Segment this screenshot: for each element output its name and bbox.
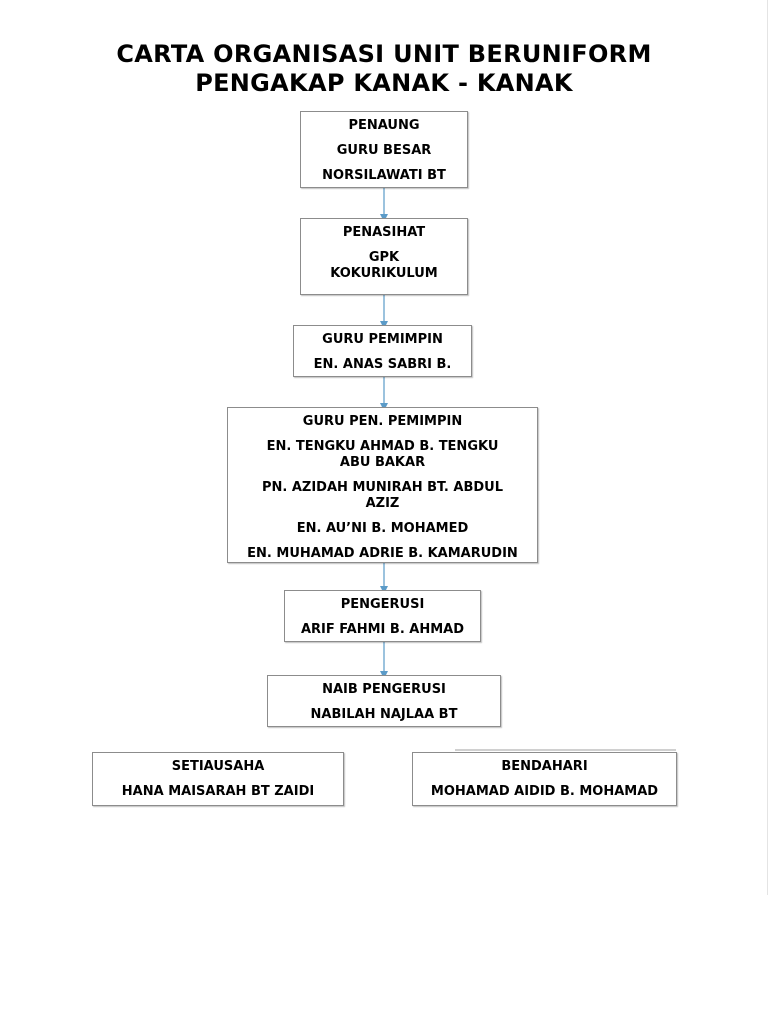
chart-title-line-2: PENGAKAP KANAK - KANAK xyxy=(195,69,573,97)
box-bendahari: BENDAHARI MOHAMAD AIDID B. MOHAMAD xyxy=(412,752,677,806)
role-label: PENGERUSI xyxy=(340,597,425,612)
box-penaung: PENAUNG GURU BESAR NORSILAWATI BT xyxy=(300,111,468,188)
chart-title-line-1: CARTA ORGANISASI UNIT BERUNIFORM xyxy=(116,40,652,68)
person-name: PN. AZIDAH MUNIRAH BT. ABDUL AZIZ xyxy=(261,480,503,511)
role-label: PENASIHAT xyxy=(342,225,426,240)
person-name: EN. TENGKU AHMAD B. TENGKU ABU BAKAR xyxy=(266,439,499,470)
person-name: NABILAH NAJLAA BT xyxy=(310,707,458,722)
position-label: GPK KOKURIKULUM xyxy=(330,250,438,281)
role-label: PENAUNG xyxy=(348,118,420,133)
person-name: EN. MUHAMAD ADRIE B. KAMARUDIN xyxy=(247,546,518,561)
person-name: EN. ANAS SABRI B. xyxy=(313,357,452,372)
box-penasihat: PENASIHAT GPK KOKURIKULUM xyxy=(300,218,468,295)
chart-title: CARTA ORGANISASI UNIT BERUNIFORM PENGAKA… xyxy=(0,40,768,98)
person-name: EN. AU’NI B. MOHAMED xyxy=(296,521,469,536)
box-guru-pen-pemimpin: GURU PEN. PEMIMPIN EN. TENGKU AHMAD B. T… xyxy=(227,407,538,563)
person-name: MOHAMAD AIDID B. MOHAMAD xyxy=(430,784,659,799)
box-naib-pengerusi: NAIB PENGERUSI NABILAH NAJLAA BT xyxy=(267,675,501,727)
role-label: BENDAHARI xyxy=(501,759,588,774)
box-pengerusi: PENGERUSI ARIF FAHMI B. AHMAD xyxy=(284,590,481,642)
person-name: NORSILAWATI BT xyxy=(322,168,446,183)
position-label: GURU BESAR xyxy=(336,143,432,158)
box-setiausaha: SETIAUSAHA HANA MAISARAH BT ZAIDI xyxy=(92,752,344,806)
person-name: HANA MAISARAH BT ZAIDI xyxy=(121,784,315,799)
role-label: GURU PEN. PEMIMPIN xyxy=(302,414,463,429)
role-label: GURU PEMIMPIN xyxy=(322,332,443,347)
divider-line xyxy=(455,749,676,751)
person-name: ARIF FAHMI B. AHMAD xyxy=(300,622,465,637)
role-label: SETIAUSAHA xyxy=(171,759,265,774)
role-label: NAIB PENGERUSI xyxy=(322,682,446,697)
box-guru-pemimpin: GURU PEMIMPIN EN. ANAS SABRI B. xyxy=(293,325,472,377)
